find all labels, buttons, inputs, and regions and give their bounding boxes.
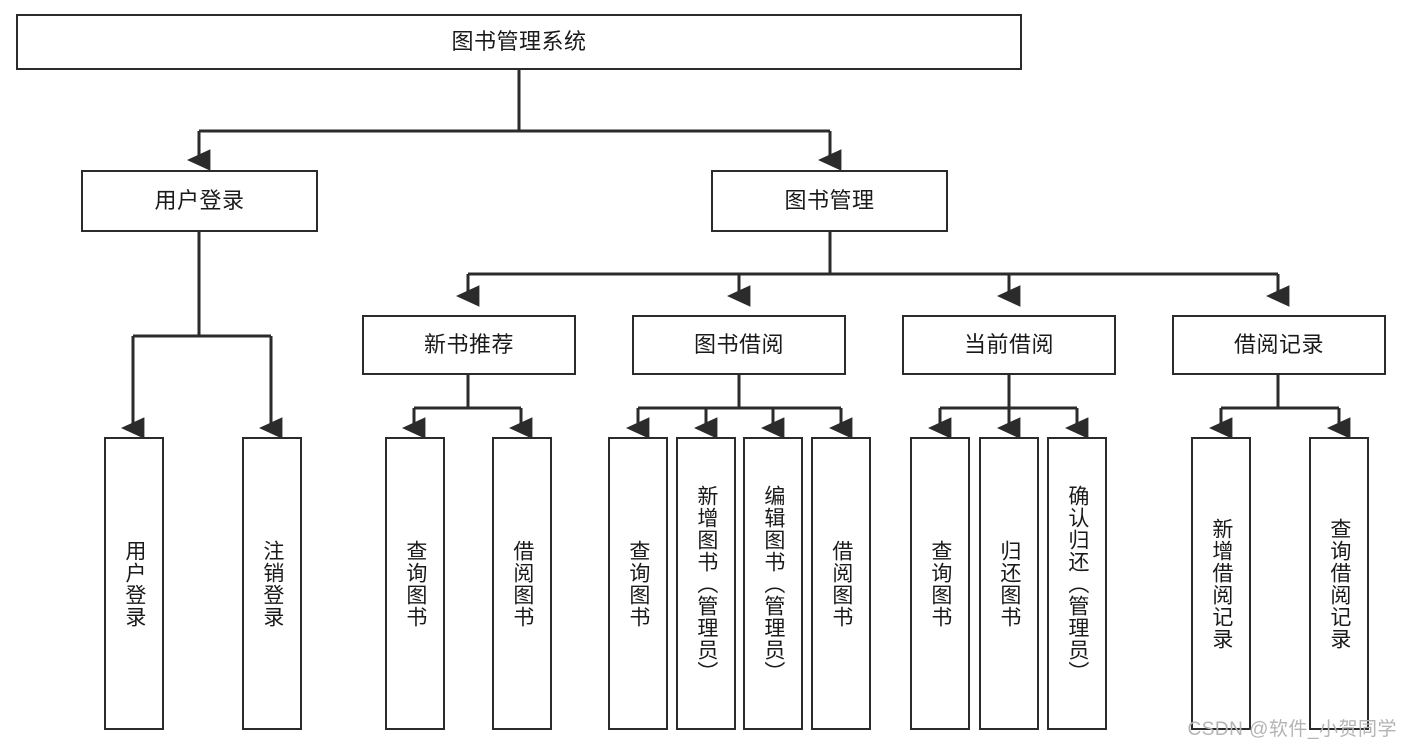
node-user-login[interactable]: 用户登录 (81, 170, 318, 232)
leaf-query-book-2-label: 查询图书 (626, 539, 650, 628)
leaf-add-record[interactable]: 新增借阅记录 (1191, 437, 1251, 730)
leaf-borrow-book-2[interactable]: 借阅图书 (811, 437, 871, 730)
node-root-label: 图书管理系统 (451, 28, 587, 54)
node-new-book-recommend-label: 新书推荐 (423, 331, 514, 357)
node-book-manage-label: 图书管理 (784, 187, 875, 213)
leaf-add-record-label: 新增借阅记录 (1209, 517, 1233, 650)
node-new-book-recommend[interactable]: 新书推荐 (362, 315, 576, 375)
leaf-query-record-label: 查询借阅记录 (1327, 517, 1351, 650)
leaf-query-book-2[interactable]: 查询图书 (608, 437, 668, 730)
connector-group-new-book-recommend (401, 375, 533, 439)
connector-group-book-manage (455, 232, 1290, 307)
leaf-confirm-return-label: 确认归还（管理员） (1065, 484, 1089, 683)
connector-group-borrow-record (1208, 375, 1351, 439)
node-current-borrow[interactable]: 当前借阅 (902, 315, 1116, 375)
leaf-return-book[interactable]: 归还图书 (979, 437, 1039, 730)
node-book-borrow-label: 图书借阅 (693, 331, 784, 357)
leaf-user-login[interactable]: 用户登录 (104, 437, 164, 730)
node-borrow-record[interactable]: 借阅记录 (1172, 315, 1386, 375)
leaf-user-login-label: 用户登录 (122, 539, 146, 628)
node-user-login-label: 用户登录 (154, 187, 245, 213)
node-book-borrow[interactable]: 图书借阅 (632, 315, 846, 375)
leaf-query-book-1[interactable]: 查询图书 (385, 437, 445, 730)
leaf-query-book-3[interactable]: 查询图书 (910, 437, 970, 730)
leaf-query-book-3-label: 查询图书 (928, 539, 952, 628)
leaf-borrow-book-1[interactable]: 借阅图书 (492, 437, 552, 730)
leaf-borrow-book-1-label: 借阅图书 (510, 539, 534, 628)
leaf-edit-book[interactable]: 编辑图书（管理员） (743, 437, 803, 730)
node-root[interactable]: 图书管理系统 (16, 14, 1022, 70)
leaf-return-book-label: 归还图书 (997, 539, 1021, 628)
connector-group-root (186, 70, 842, 171)
leaf-add-book[interactable]: 新增图书（管理员） (676, 437, 736, 730)
connector-group-current-borrow (927, 375, 1089, 439)
leaf-query-record[interactable]: 查询借阅记录 (1309, 437, 1369, 730)
leaf-logout[interactable]: 注销登录 (242, 437, 302, 730)
leaf-query-book-1-label: 查询图书 (403, 539, 427, 628)
connector-group-user-login (120, 232, 283, 439)
connector-group-book-borrow (625, 375, 853, 439)
node-current-borrow-label: 当前借阅 (963, 331, 1054, 357)
node-borrow-record-label: 借阅记录 (1233, 331, 1324, 357)
leaf-borrow-book-2-label: 借阅图书 (829, 539, 853, 628)
leaf-add-book-label: 新增图书（管理员） (694, 484, 718, 683)
node-book-manage[interactable]: 图书管理 (711, 170, 948, 232)
leaf-logout-label: 注销登录 (260, 539, 284, 628)
leaf-edit-book-label: 编辑图书（管理员） (761, 484, 785, 683)
leaf-confirm-return[interactable]: 确认归还（管理员） (1047, 437, 1107, 730)
